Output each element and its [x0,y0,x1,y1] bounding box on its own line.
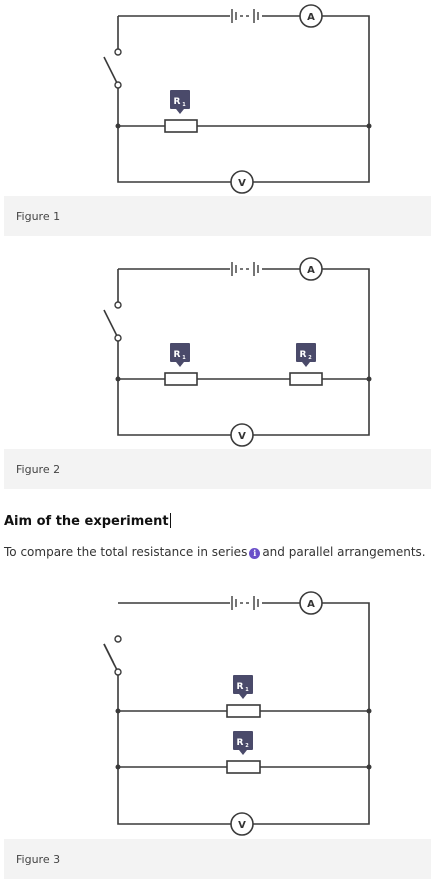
battery-symbol [231,596,259,610]
ammeter-label: A [307,12,315,23]
aim-text-after: and parallel arrangements. [262,545,426,559]
battery-symbol [231,262,259,276]
ammeter: A [299,257,323,281]
junction-dot [366,708,372,714]
resistor-r1: R 1 [164,90,198,133]
junction-dot [115,123,121,129]
switch-terminal-bottom [114,81,122,89]
figure-2: A V R 1 R 2 Figure 2 [0,253,431,489]
resistor-subscript: 1 [182,355,186,361]
voltmeter-label: V [238,431,246,442]
resistor-label: R [237,682,244,692]
voltmeter-label: V [238,178,246,189]
resistor-r1: R 1 [164,343,198,386]
figure-caption: Figure 3 [4,839,431,879]
switch-terminal-bottom [114,334,122,342]
figure-3: A V R 1 R 2 Figure 3 [0,587,431,879]
resistor-label: R [174,97,181,107]
resistor-label: R [237,738,244,748]
resistor-subscript: 2 [245,743,249,749]
junction-dot [366,764,372,770]
circuit-diagram-parallel: A V R 1 R 2 [103,591,372,836]
voltmeter: V [230,423,254,447]
resistor-r1: R 1 [226,675,261,718]
junction-dot [115,764,121,770]
circuit-diagram-series-single: A V R 1 [103,4,372,194]
circuit-diagram-series-two: A V R 1 R 2 [103,257,372,447]
info-icon[interactable]: i [249,548,261,559]
resistor-subscript: 1 [245,687,249,693]
voltmeter-label: V [238,820,246,831]
resistor-subscript: 1 [182,102,186,108]
junction-dot [115,708,121,714]
heading-text: Aim of the experiment [4,514,169,529]
ammeter-label: A [307,599,315,610]
figure-1: A V R 1 Figure 1 [0,0,431,236]
switch-terminal-top [114,48,122,56]
switch-terminal-top [114,635,122,643]
junction-dot [366,376,372,382]
ammeter: A [299,4,323,28]
voltmeter: V [230,170,254,194]
section-heading: Aim of the experiment [4,513,171,529]
resistor-r2: R 2 [289,343,323,386]
aim-paragraph: To compare the total resistance in serie… [4,545,426,559]
battery-symbol [231,9,259,23]
ammeter: A [299,591,323,615]
switch-terminal-top [114,301,122,309]
resistor-subscript: 2 [308,355,312,361]
junction-dot [366,123,372,129]
resistor-r2: R 2 [226,731,261,774]
switch-terminal-bottom [114,668,122,676]
voltmeter: V [230,812,254,836]
figure-caption: Figure 1 [4,196,431,236]
resistor-label: R [174,350,181,360]
aim-text-before: To compare the total resistance in serie… [4,545,248,559]
figure-caption: Figure 2 [4,449,431,489]
junction-dot [115,376,121,382]
ammeter-label: A [307,265,315,276]
text-cursor [169,513,171,528]
resistor-label: R [300,350,307,360]
